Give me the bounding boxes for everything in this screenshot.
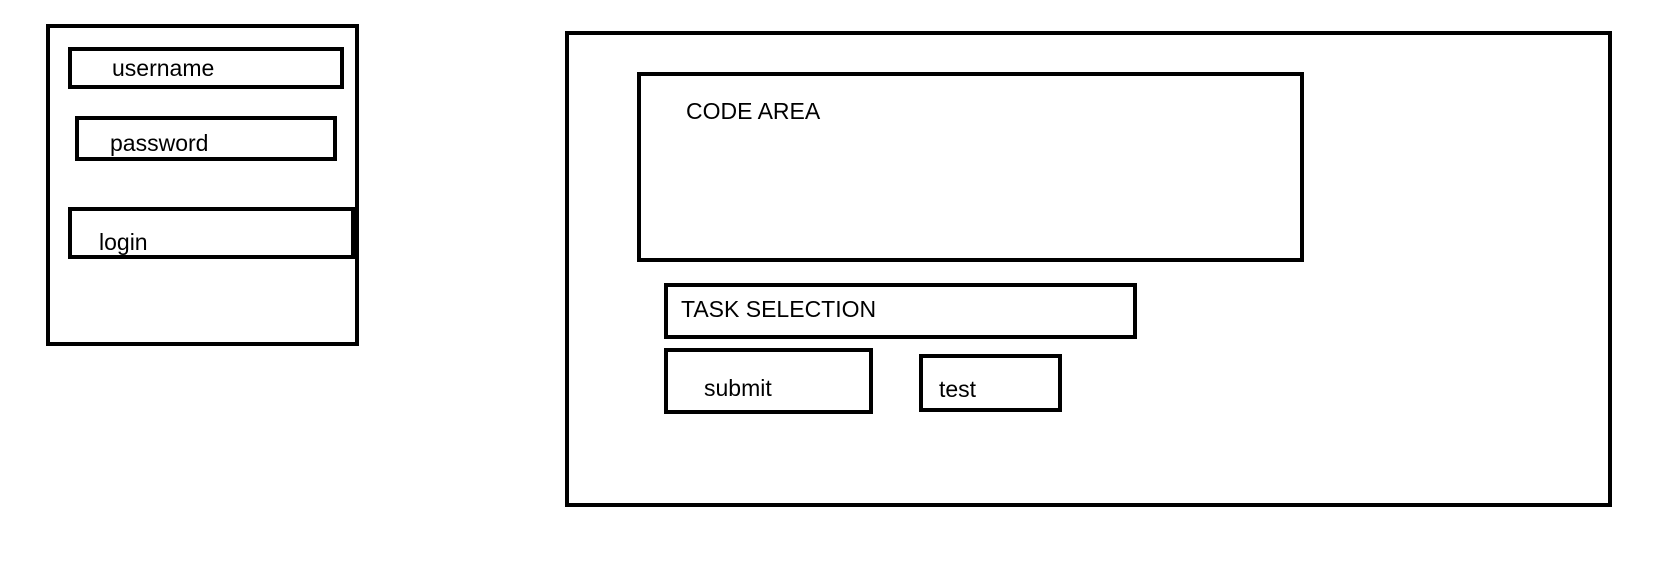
password-label: password bbox=[110, 130, 209, 156]
task-selection-dropdown[interactable]: TASK SELECTION bbox=[664, 283, 1137, 339]
login-button[interactable]: login bbox=[68, 207, 355, 259]
task-selection-label: TASK SELECTION bbox=[681, 296, 877, 322]
submit-label: submit bbox=[704, 375, 772, 401]
test-button[interactable]: test bbox=[919, 354, 1062, 412]
test-label: test bbox=[939, 376, 977, 402]
username-input[interactable]: username bbox=[68, 47, 344, 89]
submit-button[interactable]: submit bbox=[664, 348, 873, 414]
code-area[interactable]: CODE AREA bbox=[637, 72, 1304, 262]
login-label: login bbox=[99, 229, 148, 255]
password-input[interactable]: password bbox=[75, 116, 337, 161]
username-label: username bbox=[112, 55, 215, 81]
code-area-label: CODE AREA bbox=[686, 98, 821, 124]
